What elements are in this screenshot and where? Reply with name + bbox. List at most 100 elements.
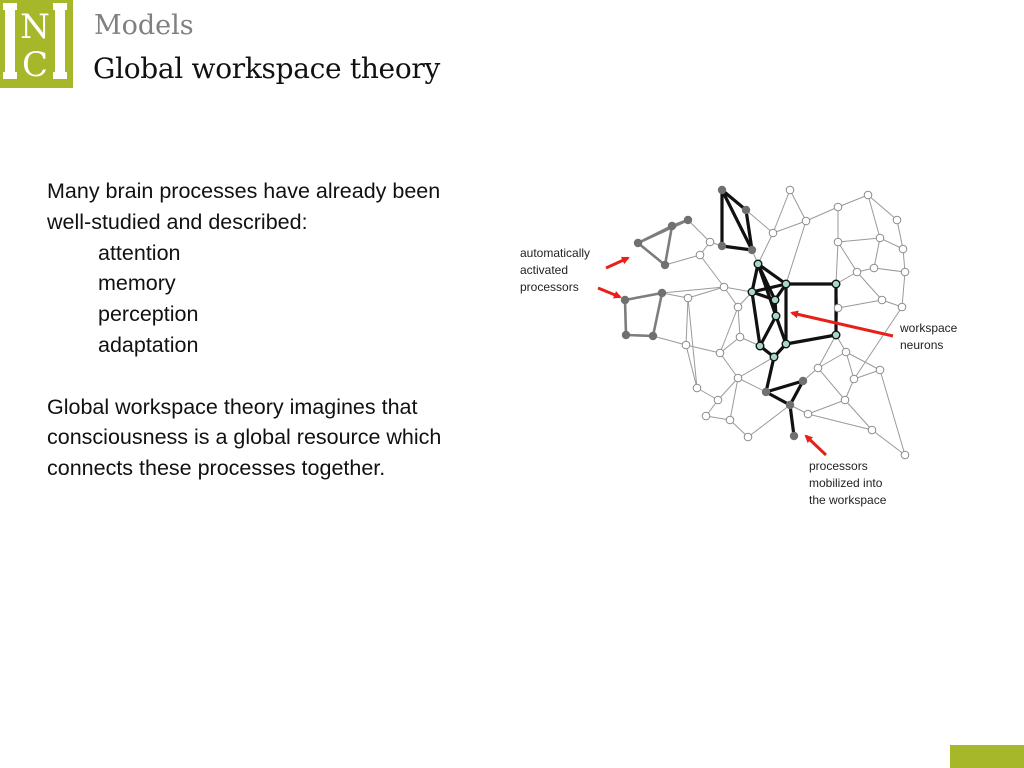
- processor-node: [657, 288, 667, 298]
- network-edge: [745, 209, 774, 234]
- network-edge: [772, 189, 791, 234]
- network-edge: [737, 377, 767, 393]
- network-edge: [720, 188, 754, 252]
- network-node: [681, 340, 691, 350]
- network-edge: [835, 241, 839, 285]
- workspace-neuron-node: [781, 339, 791, 349]
- network-edge: [871, 429, 906, 456]
- footer-accent-bar: [950, 745, 1024, 768]
- network-node: [692, 383, 702, 393]
- network-node: [801, 216, 811, 226]
- network-edge: [737, 306, 741, 338]
- network-node: [900, 267, 910, 277]
- pointer-arrow: [605, 256, 630, 270]
- network-edge: [624, 333, 655, 338]
- network-edge: [723, 286, 753, 293]
- network-edge: [661, 286, 725, 294]
- network-edge: [853, 369, 881, 380]
- workspace-neuron-node: [753, 259, 763, 269]
- network-edge: [856, 271, 883, 301]
- network-node: [695, 250, 705, 260]
- processor-node: [741, 205, 751, 215]
- network-edge: [687, 286, 725, 299]
- network-node: [863, 190, 873, 200]
- network-edge: [817, 351, 847, 369]
- workspace-neuron-node: [771, 311, 781, 321]
- network-node: [852, 267, 862, 277]
- workspace-label-line: neurons: [900, 338, 943, 352]
- network-node: [683, 293, 693, 303]
- workspace-neuron-node: [769, 352, 779, 362]
- svg-text:N: N: [20, 7, 50, 47]
- network-node: [803, 409, 813, 419]
- network-edge: [873, 267, 906, 273]
- network-node: [715, 348, 725, 358]
- summary-line: Global workspace theory imagines that: [47, 394, 418, 419]
- network-node: [785, 185, 795, 195]
- network-edge: [757, 232, 774, 265]
- network-node: [849, 374, 859, 384]
- processor-node: [683, 215, 693, 225]
- network-edge: [788, 379, 805, 407]
- pointer-arrow: [790, 310, 894, 338]
- network-edge: [837, 237, 881, 243]
- network-node: [719, 282, 729, 292]
- pointer-arrow: [804, 434, 828, 457]
- processor-node: [798, 376, 808, 386]
- network-edge: [837, 194, 869, 208]
- network-edge: [685, 344, 721, 354]
- network-node: [733, 373, 743, 383]
- network-node: [875, 365, 885, 375]
- network-edge: [685, 297, 689, 346]
- network-graph: automatically activated processors works…: [520, 185, 958, 507]
- processor-node: [747, 245, 757, 255]
- network-node: [840, 395, 850, 405]
- network-edge: [756, 262, 778, 318]
- network-node: [768, 228, 778, 238]
- network-edge: [661, 292, 689, 299]
- network-edge: [687, 297, 698, 389]
- network-node: [705, 237, 715, 247]
- network-edge: [901, 271, 906, 308]
- process-item-attention: attention: [98, 240, 181, 265]
- network-node: [833, 202, 843, 212]
- workspace-neuron-node: [831, 330, 841, 340]
- section-label: Models: [94, 10, 194, 41]
- network-node: [733, 302, 743, 312]
- automatic-label-line: automatically: [520, 246, 590, 260]
- network-node: [813, 363, 823, 373]
- automatic-label-line: processors: [520, 280, 579, 294]
- inc-logo: N C: [0, 0, 73, 88]
- network-node: [875, 233, 885, 243]
- network-edge: [652, 335, 687, 346]
- network-edge: [750, 290, 762, 348]
- network-node: [892, 215, 902, 225]
- network-node: [725, 415, 735, 425]
- automatic-label-line: activated: [520, 263, 568, 277]
- network-node: [713, 395, 723, 405]
- network-edge: [747, 404, 791, 438]
- network-edge: [785, 220, 807, 285]
- processor-node: [717, 185, 727, 195]
- workspace-neuron-node: [747, 287, 757, 297]
- network-edge: [636, 241, 667, 267]
- network-edge: [807, 413, 873, 431]
- network-edge: [844, 399, 873, 431]
- network-node: [833, 237, 843, 247]
- network-edge: [664, 254, 701, 266]
- network-node: [877, 295, 887, 305]
- network-edge: [719, 352, 739, 379]
- workspace-neuron-node: [770, 295, 780, 305]
- processor-node: [621, 330, 631, 340]
- network-edge: [879, 369, 906, 456]
- network-edge: [729, 377, 739, 421]
- network-node: [867, 425, 877, 435]
- network-edge: [774, 314, 788, 346]
- workspace-neuron-node: [781, 279, 791, 289]
- network-node: [701, 411, 711, 421]
- network-edge: [764, 379, 805, 394]
- network-node: [743, 432, 753, 442]
- network-edge: [687, 219, 711, 243]
- network-edge: [623, 298, 628, 337]
- slide-body: Many brain processes have already been w…: [47, 176, 487, 484]
